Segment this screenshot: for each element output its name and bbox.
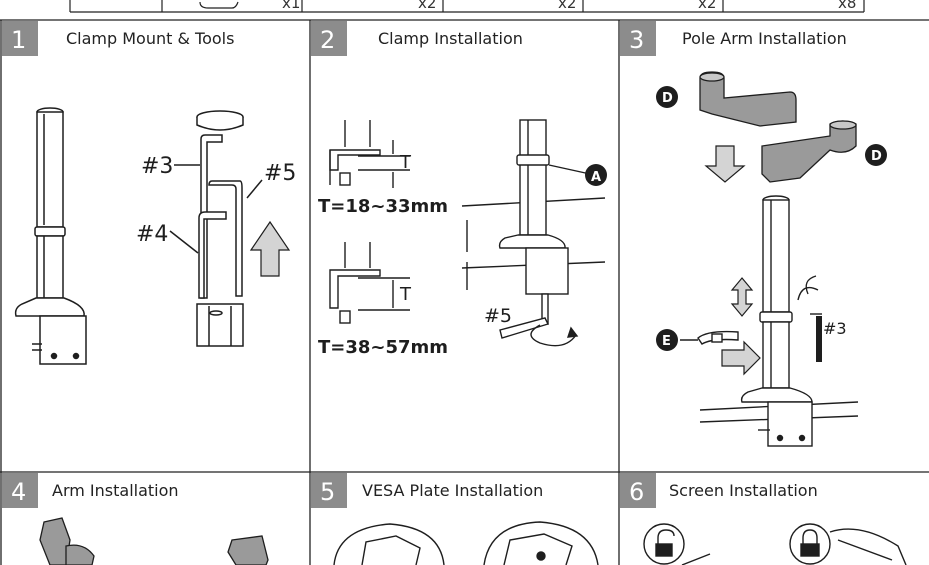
step-badge: [311, 21, 347, 56]
qty-label: x1: [282, 0, 300, 12]
thickness-range-label: T=38~57mm: [318, 337, 448, 358]
qty-label: x2: [418, 0, 436, 12]
clamp-thickness-diagram: [329, 120, 410, 324]
step-badge: [620, 21, 656, 56]
thickness-range-label: T=18~33mm: [318, 196, 448, 217]
step-badge: [2, 21, 38, 56]
step-header-5: 5 VESA Plate Installation: [311, 473, 543, 508]
clamp-mount-illustration: [14, 107, 87, 365]
part-marker-d: [656, 86, 678, 108]
step-number: 6: [629, 478, 644, 506]
lock-icon: [802, 529, 818, 544]
part-marker-a: [585, 164, 607, 186]
qty-label: x2: [558, 0, 576, 12]
step-number: 3: [629, 26, 644, 54]
step-header-1: 1 Clamp Mount & Tools: [2, 21, 234, 56]
step-number: 4: [11, 478, 26, 506]
step-header-4: 4 Arm Installation: [2, 473, 179, 508]
step-header-2: 2 Clamp Installation: [311, 21, 523, 56]
qty-label: x2: [698, 0, 716, 12]
step-title: Screen Installation: [669, 481, 818, 500]
rotate-arrow-icon: [805, 275, 817, 295]
step-badge: [620, 473, 656, 508]
step-title: Pole Arm Installation: [682, 29, 847, 48]
pole-arm-illustration: [699, 71, 857, 183]
part-marker-label: A: [591, 170, 601, 185]
part-marker-d: [865, 144, 887, 166]
step-number: 2: [320, 26, 335, 54]
step-title: Arm Installation: [52, 481, 179, 500]
right-arrow-icon: [721, 340, 761, 376]
tool-label: #5: [484, 305, 512, 327]
step-title: VESA Plate Installation: [362, 481, 543, 500]
tool-label: #3: [823, 319, 847, 338]
part-marker-label: E: [662, 334, 671, 349]
step-header-3: 3 Pole Arm Installation: [620, 21, 847, 56]
vesa-plate-illustration: [333, 521, 599, 565]
step-header-6: 6 Screen Installation: [620, 473, 818, 508]
arm-install-illustration: [39, 517, 269, 565]
panel-grid: [0, 19, 929, 565]
part-marker-label: D: [662, 91, 673, 106]
down-arrow-icon: [704, 145, 746, 183]
up-arrow-icon: [249, 220, 291, 277]
step-number: 1: [11, 26, 26, 54]
part-marker-label: D: [871, 149, 882, 164]
tool-label: #4: [136, 222, 168, 247]
qty-label: x8: [838, 0, 856, 12]
part-sketch-icon: [199, 1, 239, 9]
part-marker-e: [656, 329, 678, 351]
step-badge: [311, 473, 347, 508]
allen-keys-illustration: [169, 110, 263, 347]
tool-label: #3: [141, 154, 173, 179]
tool-label: #5: [264, 161, 296, 186]
pole-illustration: [680, 195, 859, 447]
step-title: Clamp Installation: [378, 29, 523, 48]
thickness-label: T: [399, 152, 412, 173]
step-badge: [2, 473, 38, 508]
clamp-install-illustration: [461, 119, 606, 347]
up-down-arrow-icon: [730, 277, 754, 317]
thickness-label: T: [399, 284, 412, 305]
unlock-icon: [657, 529, 675, 544]
screen-install-illustration: [643, 523, 907, 565]
parts-table: [69, 0, 865, 13]
step-number: 5: [320, 478, 335, 506]
step-title: Clamp Mount & Tools: [66, 29, 234, 48]
